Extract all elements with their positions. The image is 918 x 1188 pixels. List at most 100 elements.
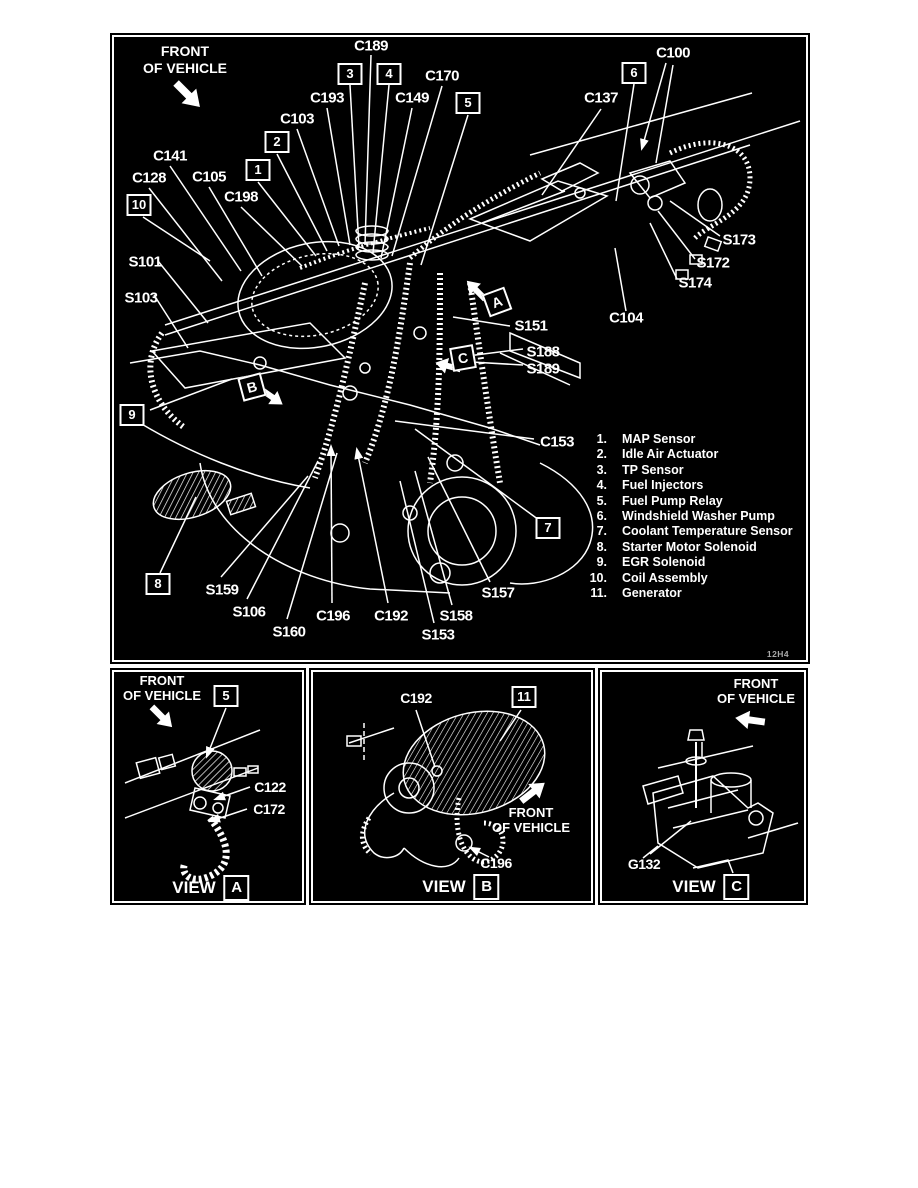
legend-item-label: EGR Solenoid xyxy=(622,555,706,570)
label-g132: G132 xyxy=(627,856,661,872)
legend-item-2: 2. Idle Air Actuator xyxy=(580,447,793,462)
callout-box-1: 1 xyxy=(245,159,271,181)
callout-box-10: 10 xyxy=(126,194,152,216)
label-c170: C170 xyxy=(425,67,459,85)
label-s174: S174 xyxy=(678,274,712,292)
front-of-vehicle-arrow-icon xyxy=(519,782,545,804)
callout-box-4: 4 xyxy=(376,63,402,85)
legend-item-number: 7. xyxy=(596,524,607,539)
legend-item-number: 1. xyxy=(596,432,607,446)
label-s103: S103 xyxy=(124,289,158,307)
view-b-caption: VIEW B xyxy=(422,874,500,900)
engine-illustration xyxy=(129,92,801,594)
front-of-vehicle-line1: FRONT xyxy=(733,676,779,691)
front-of-vehicle-line2: OF VEHICLE xyxy=(122,688,202,703)
figure-code: 12H4 xyxy=(766,649,790,659)
front-of-vehicle-label: FRONT OF VEHICLE xyxy=(717,676,795,706)
label-s157: S157 xyxy=(481,584,515,602)
engine-harness-line-art xyxy=(129,54,801,624)
label-c172: C172 xyxy=(253,801,285,817)
legend-item-number: 5. xyxy=(596,493,607,508)
callout-box-5: 5 xyxy=(213,685,239,707)
view-caption-text: VIEW xyxy=(672,877,716,896)
label-c137: C137 xyxy=(584,89,618,107)
legend-item-number: 11. xyxy=(590,585,607,600)
callout-box-9: 9 xyxy=(119,404,145,426)
legend-item-4: 4.Fuel Injectors xyxy=(580,478,793,493)
legend-item-3: 3.TP Sensor xyxy=(580,463,793,478)
legend-item-label: Windshield Washer Pump xyxy=(622,508,775,523)
label-c196: C196 xyxy=(480,855,512,871)
callout-box-8: 8 xyxy=(145,573,171,595)
front-of-vehicle-arrow-icon xyxy=(149,704,173,728)
label-c153: C153 xyxy=(540,433,574,451)
label-c192: C192 xyxy=(400,690,432,706)
legend-item-5: 5. Fuel Pump Relay xyxy=(580,494,793,509)
label-s172: S172 xyxy=(696,254,730,272)
front-of-vehicle-label: FRONT OF VEHICLE xyxy=(492,805,570,835)
legend-item-number: 4. xyxy=(596,478,607,493)
label-s158: S158 xyxy=(439,607,473,625)
label-c100: C100 xyxy=(656,44,690,62)
leader-lines xyxy=(142,54,721,624)
legend-item-6: 6.Windshield Washer Pump xyxy=(580,509,793,524)
legend-item-9: 9. EGR Solenoid xyxy=(580,555,793,570)
view-caption-text: VIEW xyxy=(172,878,216,897)
legend-item-number: 8. xyxy=(596,539,607,554)
label-s106: S106 xyxy=(232,603,266,621)
label-c105: C105 xyxy=(192,168,226,186)
label-c196: C196 xyxy=(316,607,350,625)
front-of-vehicle-arrow-icon xyxy=(173,80,200,107)
callout-box-11: 11 xyxy=(511,686,537,708)
legend-item-number: 9. xyxy=(596,555,607,570)
callout-box-6: 6 xyxy=(621,62,647,84)
label-c189: C189 xyxy=(354,37,388,55)
label-c198: C198 xyxy=(224,188,258,206)
callout-box-7: 7 xyxy=(535,517,561,539)
front-of-vehicle-arrow-icon xyxy=(735,710,766,729)
callout-box-3: 3 xyxy=(337,63,363,85)
label-s160: S160 xyxy=(272,623,306,641)
legend-item-label: MAP Sensor xyxy=(622,432,696,446)
label-s153: S153 xyxy=(421,626,455,644)
legend-item-label: Fuel Pump Relay xyxy=(622,493,723,508)
front-of-vehicle-line1: FRONT xyxy=(508,805,554,820)
label-c141: C141 xyxy=(153,147,187,165)
legend-item-label: Starter Motor Solenoid xyxy=(622,539,757,554)
label-s189: S189 xyxy=(526,360,560,378)
view-letter-box: B xyxy=(473,874,500,900)
legend-item-label: Coil Assembly xyxy=(622,570,708,585)
front-of-vehicle-line2: OF VEHICLE xyxy=(491,820,571,835)
view-c-line-art xyxy=(642,710,799,874)
front-of-vehicle-label: FRONT OF VEHICLE xyxy=(123,673,201,703)
view-a-line-art xyxy=(124,704,261,883)
label-s173: S173 xyxy=(722,231,756,249)
legend-item-number: 2. xyxy=(596,447,607,462)
callout-box-5: 5 xyxy=(455,92,481,114)
label-c104: C104 xyxy=(609,309,643,327)
label-s151: S151 xyxy=(514,317,548,335)
legend-item-7: 7. Coolant Temperature Sensor xyxy=(580,524,793,539)
legend-item-1: 1. MAP Sensor xyxy=(580,432,793,447)
label-s159: S159 xyxy=(205,581,239,599)
view-letter-box: A xyxy=(223,875,250,901)
label-c103: C103 xyxy=(280,110,314,128)
view-ref-box-c: C xyxy=(449,344,477,372)
label-s188: S188 xyxy=(526,343,560,361)
view-letter-box: C xyxy=(723,874,750,900)
legend-item-8: 8. Starter Motor Solenoid xyxy=(580,540,793,555)
legend-item-label: Coolant Temperature Sensor xyxy=(622,524,793,539)
legend-item-number: 3. xyxy=(596,462,607,477)
legend-item-label: Idle Air Actuator xyxy=(622,447,719,462)
label-c192: C192 xyxy=(374,607,408,625)
label-c122: C122 xyxy=(254,779,286,795)
label-s101: S101 xyxy=(128,253,162,271)
view-a-caption: VIEW A xyxy=(172,875,250,901)
label-c149: C149 xyxy=(395,89,429,107)
view-b-line-art xyxy=(346,709,546,868)
